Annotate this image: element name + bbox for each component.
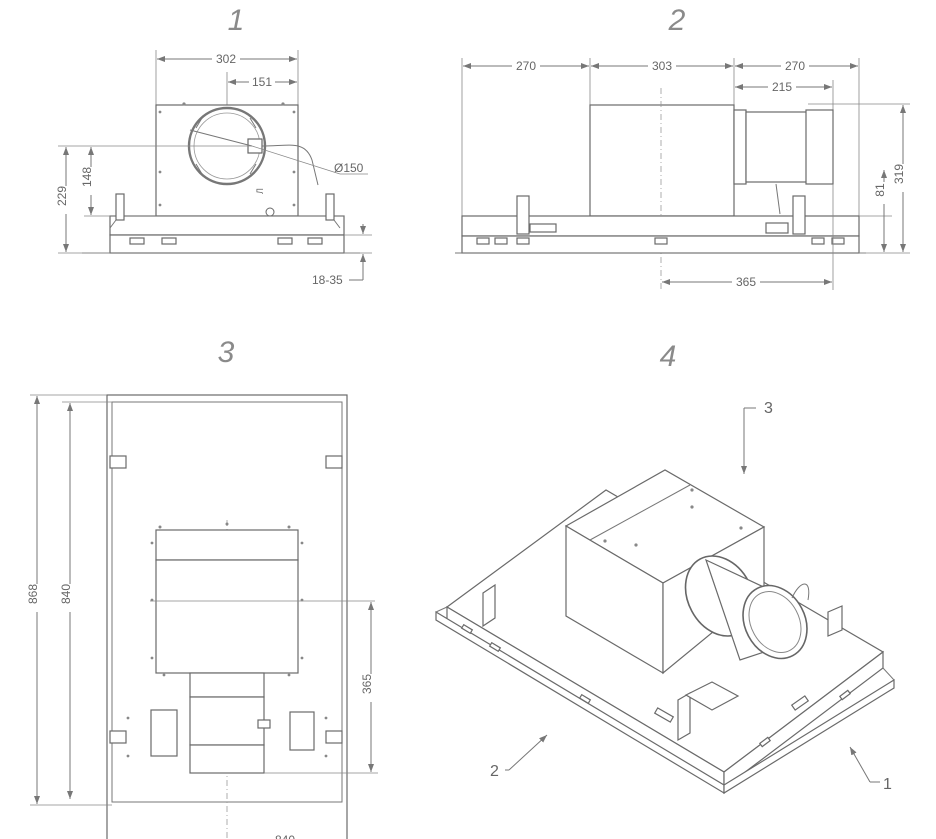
view-2-side: 2 270 303 270 215 <box>455 4 910 290</box>
callout-1: 1 <box>883 776 892 793</box>
dim-diameter-150: Ø150 <box>334 161 364 175</box>
dim-215: 215 <box>772 80 792 94</box>
dim-840-left: 840 <box>59 584 73 604</box>
dim-365-top: 365 <box>360 674 374 694</box>
dim-319: 319 <box>892 164 906 184</box>
dim-148: 148 <box>80 167 94 187</box>
dim-303: 303 <box>652 59 672 73</box>
svg-text:Л: Л <box>255 188 265 194</box>
dim-270-left: 270 <box>516 59 536 73</box>
dim-270-right: 270 <box>785 59 805 73</box>
dim-229: 229 <box>55 186 69 206</box>
dim-840-bottom: 840 <box>275 833 295 839</box>
dim-868: 868 <box>26 584 40 604</box>
dim-365-side: 365 <box>736 275 756 289</box>
view-4-isometric: 4 <box>435 340 895 795</box>
callout-2: 2 <box>490 763 499 780</box>
view-1-label: 1 <box>228 4 245 37</box>
dim-81: 81 <box>873 183 887 197</box>
dim-302: 302 <box>216 52 236 66</box>
dim-151: 151 <box>252 75 272 89</box>
view-1-front: 1 302 151 Ø150 Л <box>55 4 372 287</box>
view-3-top: 3 868 840 <box>26 336 378 839</box>
view-4-label: 4 <box>660 340 677 373</box>
callout-3: 3 <box>764 400 773 417</box>
view-3-label: 3 <box>218 336 235 369</box>
dim-18-35: 18-35 <box>312 273 343 287</box>
view-2-label: 2 <box>668 4 686 37</box>
